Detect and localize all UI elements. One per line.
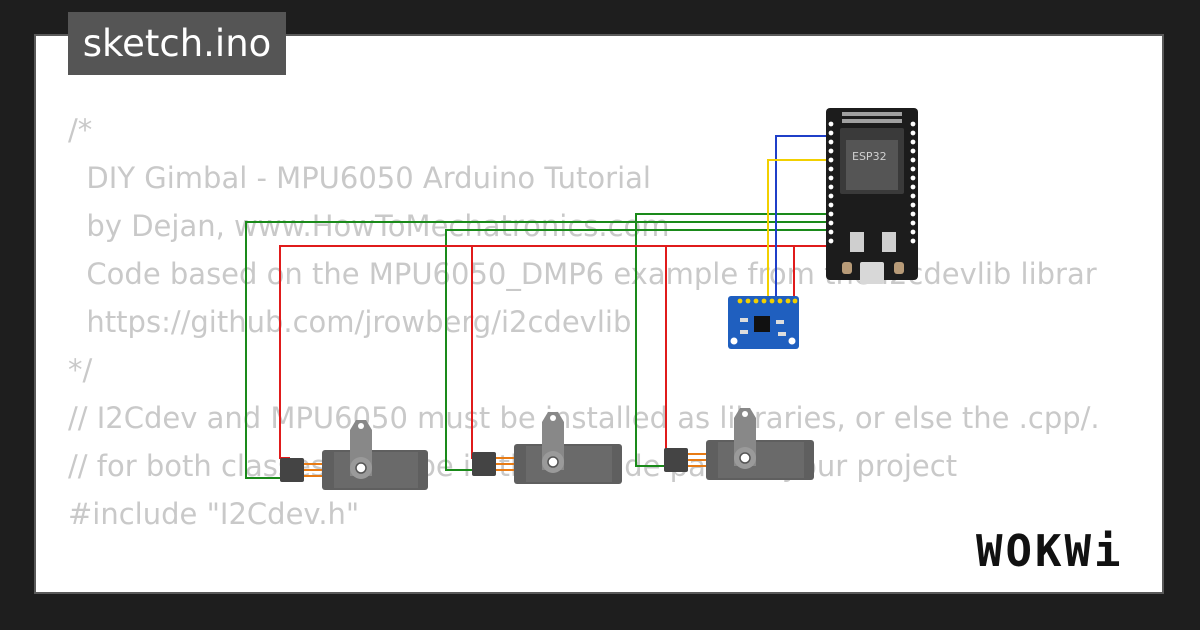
esp32-board[interactable]: ESP32 [826, 108, 918, 284]
board-pins-right [910, 121, 916, 244]
wokwi-logo: WOKWi [976, 526, 1124, 577]
code-line: https://github.com/jrowberg/i2cdevlib [68, 305, 632, 339]
usb-port [860, 262, 884, 284]
code-line: by Dejan, www.HowToMechatronics.com [68, 209, 670, 243]
mpu6050-sensor[interactable] [728, 296, 799, 349]
wires [245, 135, 916, 479]
file-tab[interactable]: sketch.ino [68, 12, 286, 75]
code-line: // I2Cdev and MPU6050 must be installed … [68, 401, 1100, 435]
wire-green-servo-3 [635, 213, 830, 467]
board-label: ESP32 [852, 150, 887, 163]
code-line: DIY Gimbal - MPU6050 Arduino Tutorial [68, 161, 651, 195]
board-pins-left [828, 121, 834, 244]
wire-green-servo-1 [245, 221, 830, 479]
code-line: #include "I2Cdev.h" [68, 497, 360, 531]
sensor-pins [737, 298, 798, 304]
servo-motor-2[interactable] [472, 412, 622, 484]
sensor-chip [754, 316, 770, 332]
wire-green-servo-2 [445, 229, 830, 471]
code-line: */ [68, 353, 93, 387]
servo-motor-3[interactable] [664, 408, 814, 480]
servo-motor-1[interactable] [280, 420, 428, 490]
code-line: /* [68, 113, 93, 147]
wire-red-sensor [793, 245, 830, 298]
